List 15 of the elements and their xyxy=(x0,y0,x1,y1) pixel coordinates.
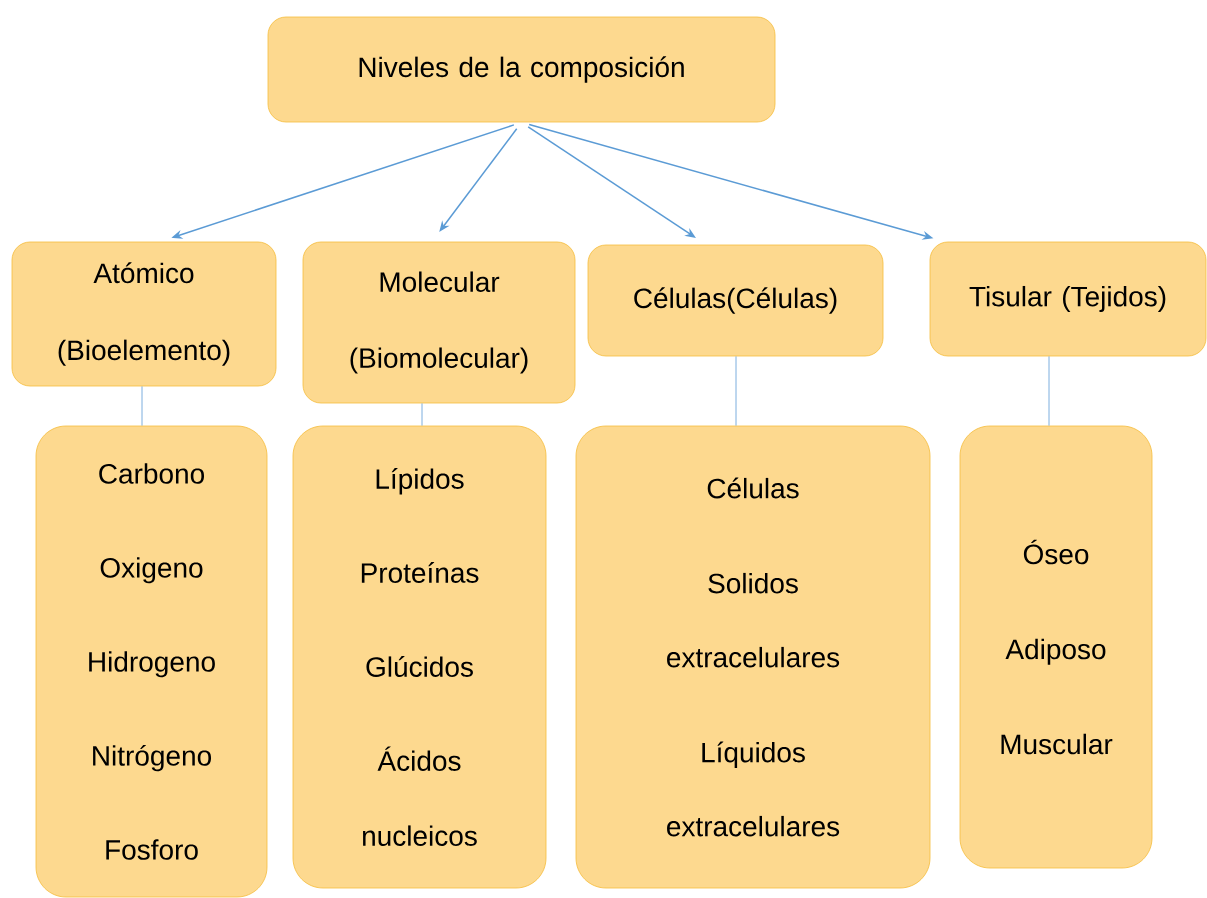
list-box: Carbono Oxigeno Hidrogeno Nitrógeno Fosforo xyxy=(35,425,268,898)
title-box: Niveles de la composición xyxy=(267,16,776,123)
list-box: Óseo Adiposo Muscular xyxy=(959,425,1153,869)
category-box: Células(Células) xyxy=(587,244,884,357)
category-box: Tisular (Tejidos) xyxy=(929,241,1207,357)
list-box: Células Solidos extracelulares Líquidos extracelulares xyxy=(575,425,931,889)
connector-line xyxy=(141,386,143,426)
list-box: Lípidos Proteínas Glúcidos Ácidos nucleicos xyxy=(292,425,547,889)
category-box: Atómico (Bioelemento) xyxy=(11,241,277,387)
arrow xyxy=(527,126,696,238)
connector-line xyxy=(421,403,423,426)
category-box: Molecular (Biomolecular) xyxy=(302,241,576,404)
arrow xyxy=(439,128,518,232)
connector-line xyxy=(1048,356,1050,426)
connector-line xyxy=(735,356,737,426)
